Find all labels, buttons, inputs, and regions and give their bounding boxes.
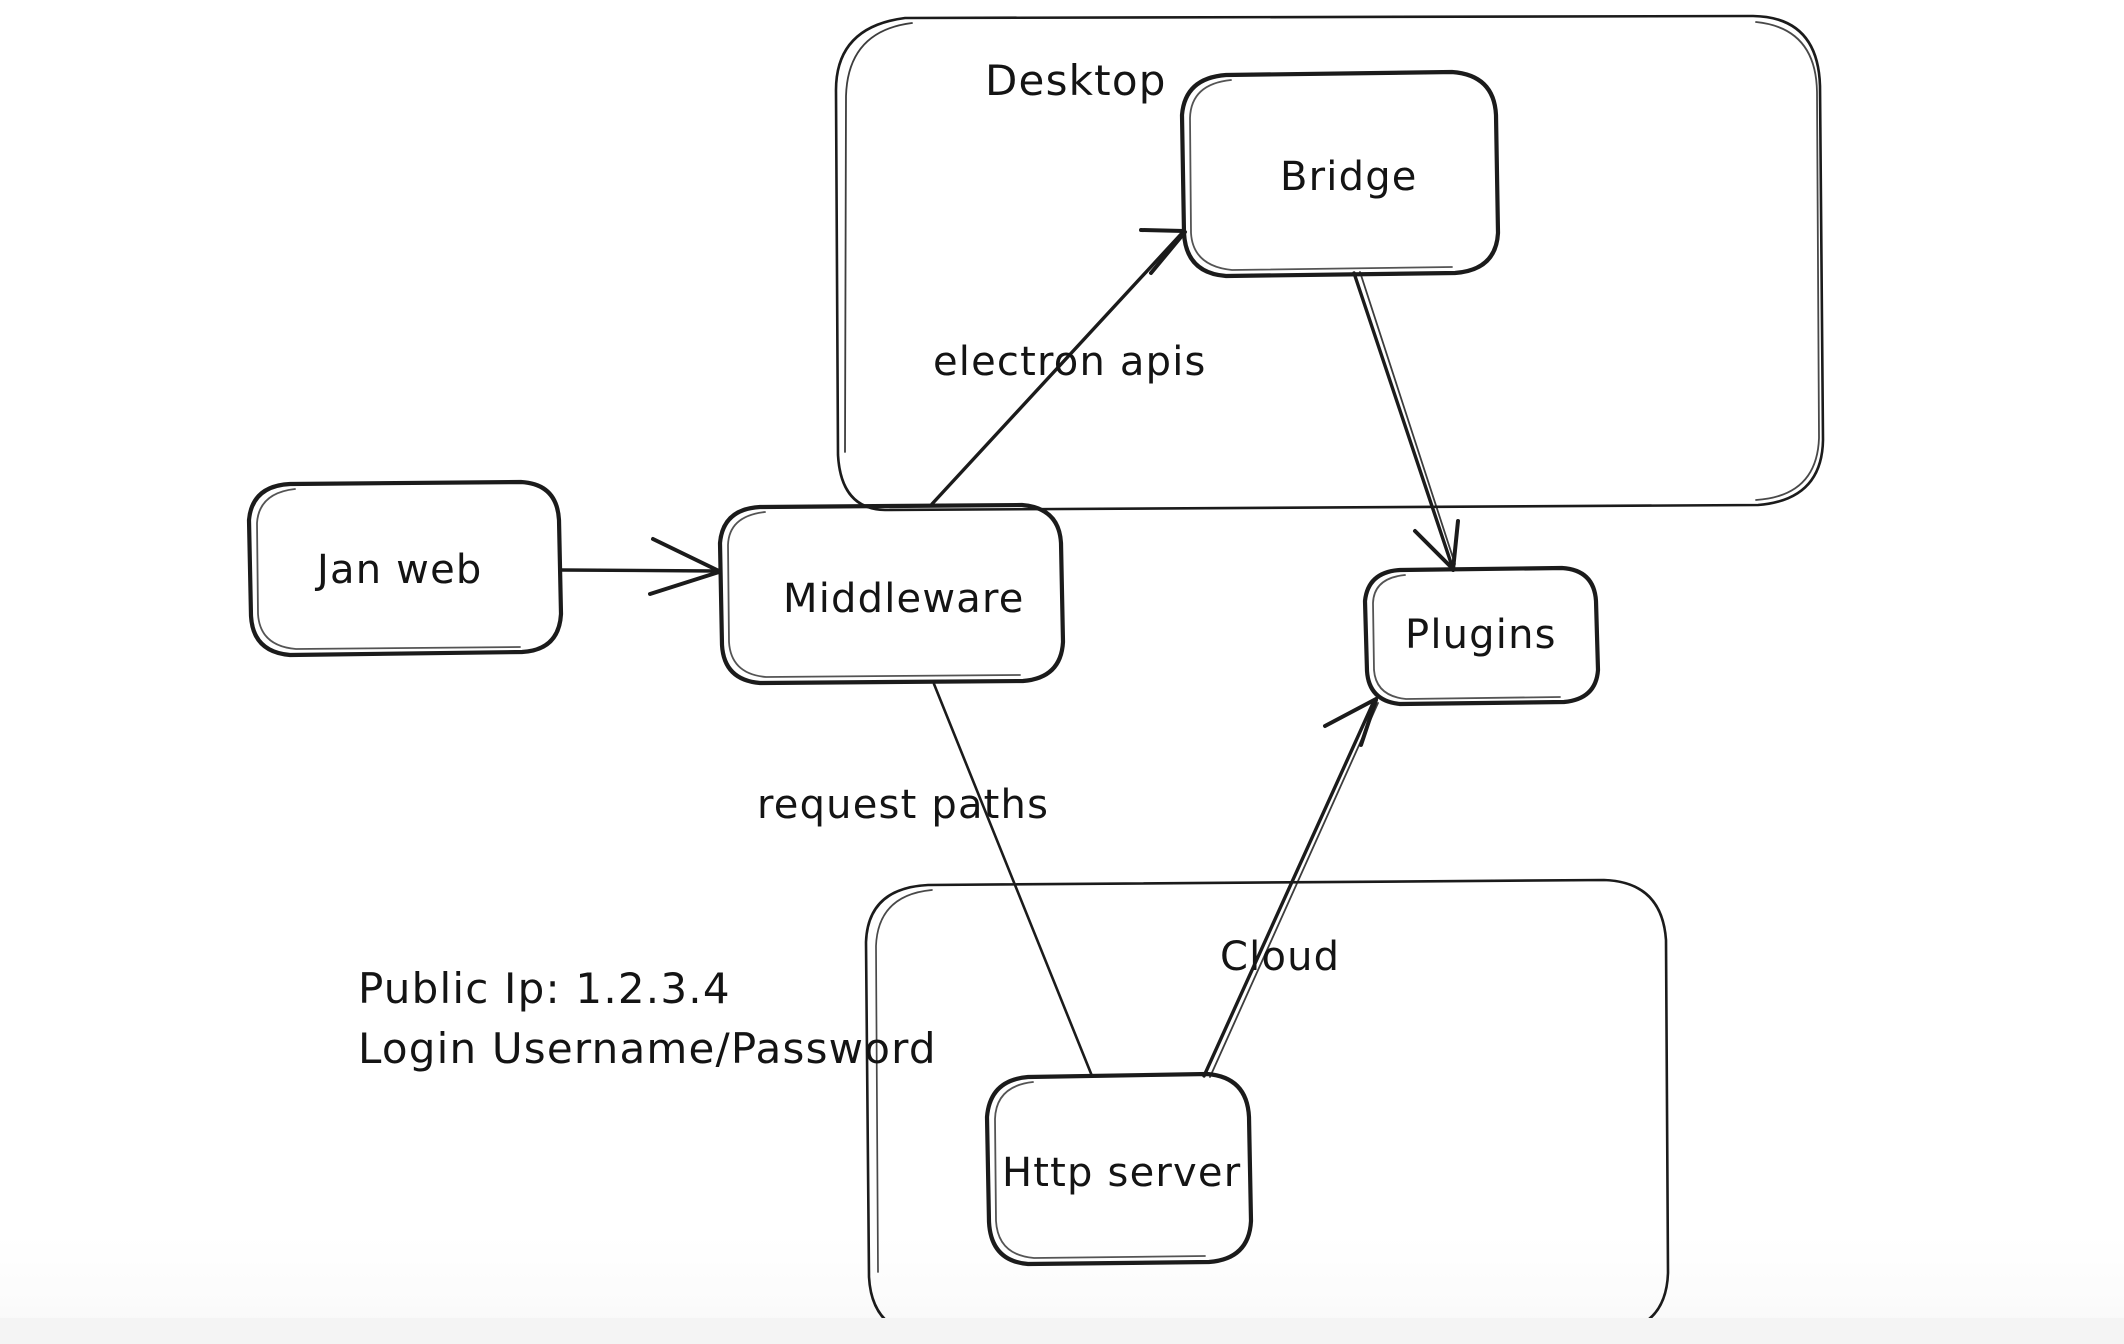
node-middleware[interactable]: Middleware xyxy=(717,502,1066,686)
group-desktop-label: Desktop xyxy=(985,56,1167,105)
node-middleware-outline xyxy=(717,502,1066,686)
edge-middleware-bridge-label: electron apis xyxy=(933,339,1207,385)
node-plugins-outline xyxy=(1362,565,1601,707)
node-bridge-label: Bridge xyxy=(1280,154,1418,200)
note-public-ip: Public Ip: 1.2.3.4 xyxy=(358,964,731,1013)
group-cloud-outline-2 xyxy=(875,889,933,1273)
node-http-server[interactable]: Http server xyxy=(984,1071,1254,1267)
node-middleware-outline-2 xyxy=(727,511,1021,678)
edge-httpserver-plugins-line xyxy=(1202,699,1376,1078)
group-desktop-outline xyxy=(834,14,1825,512)
edge-janweb-middleware-line xyxy=(559,568,720,573)
edge-middleware-httpserver-line xyxy=(932,682,1094,1078)
edge-middleware-bridge-line xyxy=(930,230,1185,506)
edge-middleware-httpserver[interactable]: request paths xyxy=(757,682,1094,1078)
note-login: Login Username/Password xyxy=(358,1024,937,1073)
edge-bridge-plugins-line-2 xyxy=(1359,271,1456,565)
group-cloud-outline xyxy=(864,878,1670,1338)
edge-bridge-plugins[interactable] xyxy=(1352,271,1460,572)
note-credentials: Public Ip: 1.2.3.4 Login Username/Passwo… xyxy=(358,964,937,1073)
group-desktop-outline-2 xyxy=(844,22,913,453)
edge-bridge-plugins-line xyxy=(1352,271,1454,568)
node-plugins-outline-2 xyxy=(1372,574,1561,700)
edge-httpserver-plugins[interactable]: Cloud xyxy=(1202,697,1379,1078)
edge-httpserver-plugins-arrowhead xyxy=(1323,697,1378,747)
edge-middleware-bridge[interactable]: electron apis xyxy=(930,228,1207,506)
node-http-server-label: Http server xyxy=(1002,1150,1241,1196)
edge-bridge-plugins-arrowhead xyxy=(1413,519,1460,572)
edge-httpserver-plugins-line-2 xyxy=(1209,702,1379,1078)
edge-httpserver-plugins-label: Cloud xyxy=(1220,934,1340,980)
group-cloud[interactable] xyxy=(864,878,1670,1338)
node-plugins[interactable]: Plugins xyxy=(1362,565,1601,707)
group-desktop[interactable]: Desktop xyxy=(834,14,1825,512)
node-bridge[interactable]: Bridge xyxy=(1179,69,1501,279)
node-jan-web[interactable]: Jan web xyxy=(246,479,564,658)
node-middleware-label: Middleware xyxy=(783,576,1025,622)
node-bridge-outline xyxy=(1179,69,1501,279)
node-jan-web-outline xyxy=(246,479,564,658)
node-jan-web-outline-2 xyxy=(256,488,521,650)
group-desktop-outline-3 xyxy=(1755,21,1820,501)
edge-janweb-middleware[interactable] xyxy=(559,537,721,596)
edge-middleware-httpserver-label: request paths xyxy=(757,782,1049,828)
node-bridge-outline-2 xyxy=(1189,79,1453,271)
node-plugins-label: Plugins xyxy=(1405,612,1557,658)
node-http-server-outline-2 xyxy=(994,1081,1206,1259)
node-http-server-outline xyxy=(984,1071,1254,1267)
edge-middleware-bridge-arrowhead xyxy=(1139,228,1187,275)
edge-janweb-middleware-arrowhead xyxy=(648,537,721,596)
node-jan-web-label: Jan web xyxy=(314,547,483,593)
